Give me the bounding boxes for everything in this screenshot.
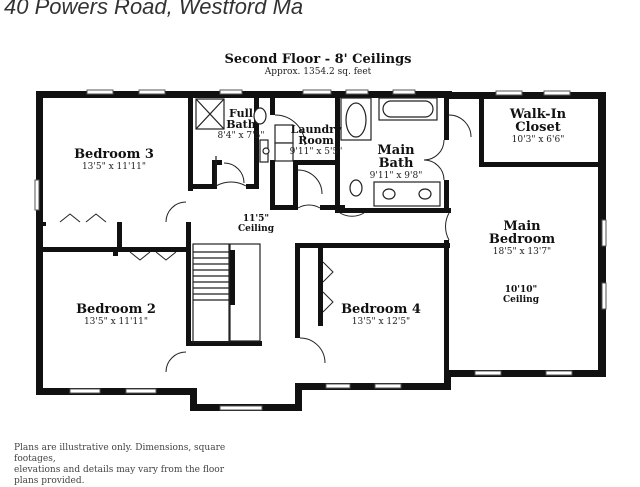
disclaimer-line-2: elevations and details may vary from the… <box>14 465 224 486</box>
doors <box>59 114 472 373</box>
room-name-full-bath-line1: Full <box>229 107 253 120</box>
interior-walls <box>36 95 598 375</box>
fixtures <box>195 97 441 207</box>
room-dims-main-bedroom: 18'5" x 13'7" <box>493 247 551 257</box>
floor-area: Approx. 1354.2 sq. feet <box>264 67 372 77</box>
floor-plan: Second Floor - 8' Ceilings Approx. 1354.… <box>34 52 607 411</box>
room-dims-bedroom-2: 13'5" x 11'11" <box>84 317 148 327</box>
room-dims-walk-in-closet: 10'3" x 6'6" <box>512 135 565 145</box>
room-dims-full-bath: 8'4" x 7'5" <box>218 131 265 141</box>
room-name-main-bath-line2: Bath <box>379 156 414 171</box>
room-name-full-bath-line2: Bath <box>226 118 256 131</box>
room-name-main-bedroom-line1: Main <box>503 219 541 234</box>
listing-address: 40 Powers Road, Westford Ma <box>4 0 304 19</box>
windows <box>34 89 607 411</box>
room-dims-bedroom-4: 13'5" x 12'5" <box>352 317 410 327</box>
hall-ceiling-label: Ceiling <box>238 224 275 234</box>
room-dims-bedroom-3: 13'5" x 11'11" <box>82 162 146 172</box>
room-dims-laundry: 9'11" x 5'5" <box>290 147 343 157</box>
room-name-bedroom-4: Bedroom 4 <box>341 302 421 317</box>
room-name-laundry-line2: Room <box>298 134 334 147</box>
room-name-walk-in-closet-line1: Walk-In <box>509 107 567 122</box>
disclaimer: Plans are illustrative only. Dimensions,… <box>14 443 244 487</box>
room-name-bedroom-2: Bedroom 2 <box>76 302 156 317</box>
hall-ceiling-height: 11'5" <box>243 214 269 224</box>
room-name-main-bath-line1: Main <box>377 143 415 158</box>
main-bedroom-ceiling-label: Ceiling <box>503 295 540 305</box>
disclaimer-line-1: Plans are illustrative only. Dimensions,… <box>14 443 226 464</box>
room-name-walk-in-closet-line2: Closet <box>515 120 561 135</box>
room-dims-main-bath: 9'11" x 9'8" <box>370 171 423 181</box>
room-name-main-bedroom-line2: Bedroom <box>489 232 556 247</box>
room-name-bedroom-3: Bedroom 3 <box>74 147 154 162</box>
main-bedroom-ceiling-height: 10'10" <box>505 285 538 295</box>
floor-title: Second Floor - 8' Ceilings <box>225 52 412 67</box>
room-name-laundry-line1: Laundry <box>291 123 342 136</box>
staircase <box>192 243 261 343</box>
